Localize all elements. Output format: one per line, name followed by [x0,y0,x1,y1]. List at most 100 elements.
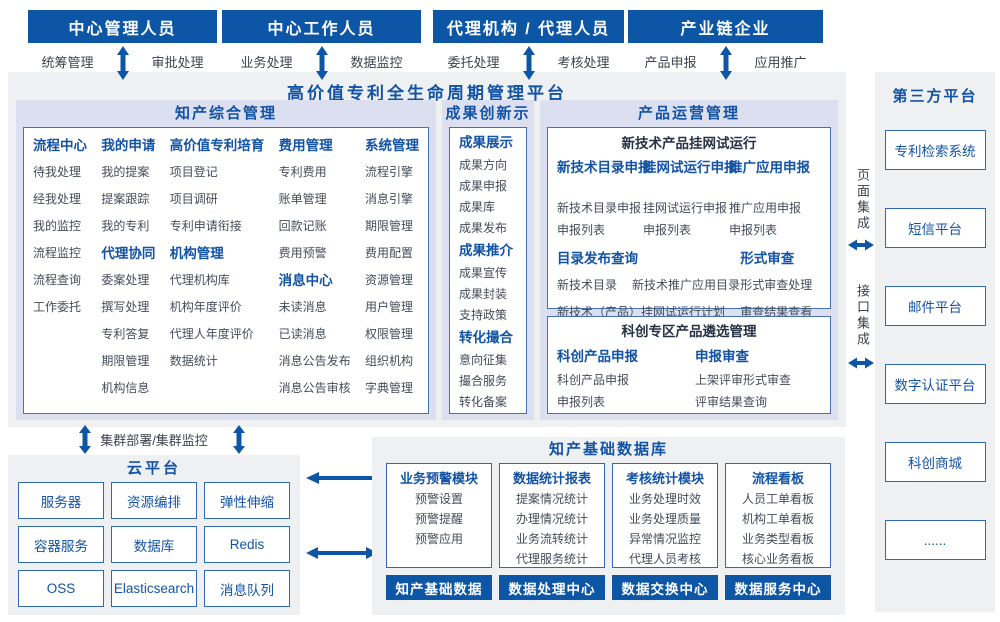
role-label-right: 数据监控 [350,54,403,70]
menu-item: 审查结果查看 [740,305,813,319]
menu-column: 费用管理专利费用账单管理回款记账费用预警消息中心未读消息已读消息消息公告发布消息… [279,132,351,413]
role-label-right: 应用推广 [754,54,807,70]
menu-item: 新技术目录申报 [557,201,642,215]
menu-item: 支持政策 [459,308,508,322]
group-title: 形式审查 [740,251,795,266]
menu-item: 申报列表 [643,223,692,237]
menu-item: 消息公告审核 [278,381,351,395]
module-items: 提案情况统计办理情况统计业务流转统计代理服务统计 [500,489,604,569]
vertical-double-arrow-icon [78,425,92,454]
menu-item: 回款记账 [278,219,327,233]
role-bar: 产业链企业 [628,10,823,43]
group-title: 费用管理 [278,138,333,153]
role-bar: 中心管理人员 [28,10,217,43]
vertical-double-arrow-icon [522,46,536,80]
group-title: 消息中心 [278,273,333,288]
menu-item: 待我处理 [33,165,82,179]
menu-item: 期限管理 [101,354,150,368]
group-title: 流程中心 [33,138,87,153]
menu-item: 组织机构 [364,354,413,368]
module-box-statistics: 数据统计报表 提案情况统计办理情况统计业务流转统计代理服务统计 [499,463,605,568]
menu-column-catalog: 目录发布查询 新技术目录新技术推广应用目录 新技术（产品）挂网试运行计划 [557,245,740,326]
menu-item: 新技术（产品）挂网试运行计划 [557,305,726,319]
third-party-box: 科创商城 [884,442,986,482]
section-title: 产品运营管理 [637,105,740,122]
role-label-right: 审批处理 [151,54,204,70]
role-bar: 中心工作人员 [222,10,421,43]
db-footer-data-exchange: 数据交换中心 [612,575,718,600]
role-block-agency: 代理机构 / 代理人员 委托处理 考核处理 [433,10,624,80]
menu-item: 提案跟踪 [101,192,150,206]
menu-item: 项目登记 [169,165,218,179]
group-title: 推广应用申报 [729,160,810,175]
module-item: 业务类型看板 [741,532,814,546]
module-title: 考核统计模块 [625,471,704,486]
vertical-double-arrow-icon [232,425,246,454]
menu-column: 系统管理流程引擎消息引擎期限管理费用配置资源管理用户管理权限管理组织机构字典管理 [365,132,419,413]
menu-item: 我的专利 [101,219,150,233]
module-item: 代理服务统计 [515,552,588,566]
cloud-service-box: 服务器 [18,482,104,519]
menu-item: 经我处理 [33,192,82,206]
menu-item: 新技术目录 [557,278,618,292]
third-party-box: 短信平台 [884,208,986,248]
module-item: 业务流转统计 [515,532,588,546]
module-item: 代理人员考核 [628,552,701,566]
menu-item: 期限管理 [364,219,413,233]
menu-item: 消息公告发布 [278,354,351,368]
menu-item: 成果方向 [459,158,508,172]
menu-item: 撰写处理 [101,300,150,314]
menu-item: 账单管理 [278,192,327,206]
cloud-service-box: 资源编排 [111,482,197,519]
menu-item: 新技术推广应用目录 [632,278,741,292]
vertical-double-arrow-icon [719,46,733,80]
group-title: 新技术目录申报 [557,160,652,175]
group-title: 高价值专利培育 [169,138,265,153]
role-label-left: 委托处理 [447,54,500,70]
cloud-service-box: 数据库 [111,526,197,563]
module-box-alert: 业务预警模块 预警设置预警提醒预警应用 [386,463,492,568]
module-title: 流程看板 [751,471,804,486]
menu-item: 形式审查处理 [740,278,813,292]
module-item: 预警提醒 [414,512,463,526]
cloud-service-box: 容器服务 [18,526,104,563]
db-footer-data-service: 数据服务中心 [725,575,831,600]
menu-item: 权限管理 [364,327,413,341]
menu-item: 成果申报 [459,179,508,193]
module-item: 办理情况统计 [515,512,588,526]
module-item: 人员工单看板 [741,492,814,506]
menu-item: 评审结果查询 [695,395,768,409]
menu-item: 代理机构库 [169,273,230,287]
menu-column: 我的申请我的提案提案跟踪我的专利代理协同委案处理撰写处理专利答复期限管理机构信息 [101,132,155,413]
group-title: 机构管理 [169,246,224,261]
menu-item: 成果发布 [459,221,508,235]
menu-item: 用户管理 [364,300,413,314]
module-item: 业务处理时效 [628,492,701,506]
group-title: 我的申请 [101,138,156,153]
left-arrow-icon [306,471,378,485]
menu-item: 消息引擎 [364,192,413,206]
page-integration-label: 页面集成 [855,168,870,232]
group-title: 系统管理 [364,138,419,153]
menu-item: 流程引擎 [364,165,413,179]
cloud-service-box: OSS [18,570,104,607]
ip-database-panel: 知产基础数据库 业务预警模块 预警设置预警提醒预警应用 数据统计报表 提案情况统… [372,437,845,615]
menu-item: 挂网试运行申报 [643,201,728,215]
module-item: 业务处理质量 [628,512,701,526]
menu-item: 我的提案 [101,165,150,179]
horizontal-double-arrow-icon [306,546,378,560]
section-ip-management: 知产综合管理 流程中心待我处理经我处理我的监控流程监控流程查询工作委托 我的申请… [16,100,436,420]
group-title: 科创产品申报 [557,349,638,364]
section-box: 流程中心待我处理经我处理我的监控流程监控流程查询工作委托 我的申请我的提案提案跟… [23,127,429,414]
module-items: 预警设置预警提醒预警应用 [387,489,491,549]
cloud-service-box: 弹性伸缩 [204,482,290,519]
menu-column: 申报审查上架评审形式审查评审结果查询 [695,345,817,413]
role-label-right: 考核处理 [557,54,610,70]
menu-item: 推广应用申报 [729,201,802,215]
menu-item: 已读消息 [278,327,327,341]
menu-column: 形式审查形式审查处理审查结果查看 [740,245,821,326]
ip-database-title: 知产基础数据库 [548,441,668,458]
third-party-panel: 第三方平台 专利检索系统短信平台邮件平台数字认证平台科创商城...... [875,72,995,612]
cloud-service-box: Redis [204,526,290,563]
